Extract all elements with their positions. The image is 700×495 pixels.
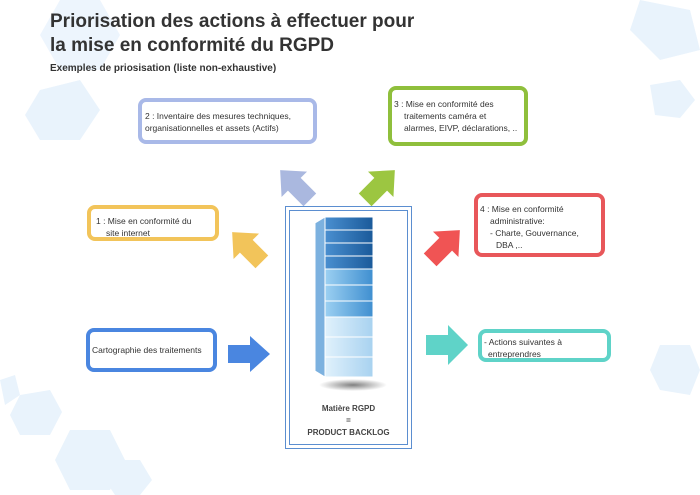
arrow-up-left-yellow-icon: [232, 232, 269, 269]
page-title: Priorisation des actions à effectuer pou…: [50, 10, 414, 58]
box-actions-suivantes: - Actions suivantes à entreprendres: [478, 329, 611, 362]
title-line: la mise en conformité du RGPD: [50, 35, 334, 56]
arrow-up-right-red-icon: [423, 230, 460, 267]
arrow-up-right-green-icon: [358, 170, 395, 207]
backlog-stack-icon: [314, 216, 387, 391]
box-text: entreprendres: [488, 349, 541, 359]
box-text: alarmes, EIVP, déclarations, ..: [404, 123, 518, 133]
box-text: organisationnelles et assets (Actifs): [145, 123, 279, 133]
center-equals: =: [346, 416, 351, 425]
box-text: DBA ,..: [496, 240, 523, 250]
arrow-up-left-lavender-icon: [280, 170, 317, 207]
box-text: traitements caméra et: [404, 111, 487, 121]
center-label: Matière RGPD: [321, 404, 376, 413]
subtitle: Exemples de priosisation (liste non-exha…: [50, 63, 277, 74]
box-text: - Actions suivantes à: [484, 337, 562, 347]
box-text: Cartographie des traitements: [92, 345, 202, 355]
box-text: 3 : Mise en conformité des: [394, 99, 494, 109]
box-text: administrative:: [490, 216, 545, 226]
box-inventaire: 2 : Inventaire des mesures techniques, or…: [138, 98, 317, 144]
box-text: 1 : Mise en conformité du: [96, 216, 192, 226]
box-cartographie: Cartographie des traitements: [86, 328, 217, 372]
arrow-right-blue-icon: [228, 336, 270, 372]
box-administrative: 4 : Mise en conformité administrative: - C…: [474, 193, 605, 257]
box-text: 4 : Mise en conformité: [480, 204, 564, 214]
box-text: 2 : Inventaire des mesures techniques,: [145, 111, 291, 121]
box-cameras: 3 : Mise en conformité des traitements ca…: [388, 86, 528, 146]
center-product-backlog: PRODUCT BACKLOG: [307, 428, 390, 437]
box-text: site internet: [106, 228, 150, 238]
box-text: - Charte, Gouvernance,: [490, 228, 579, 238]
box-site-internet: 1 : Mise en conformité du site internet: [87, 205, 219, 241]
title-line: Priorisation des actions à effectuer pou…: [50, 11, 415, 32]
arrow-right-teal-icon: [426, 325, 468, 365]
product-backlog-frame: Matière RGPD = PRODUCT BACKLOG: [285, 206, 412, 449]
